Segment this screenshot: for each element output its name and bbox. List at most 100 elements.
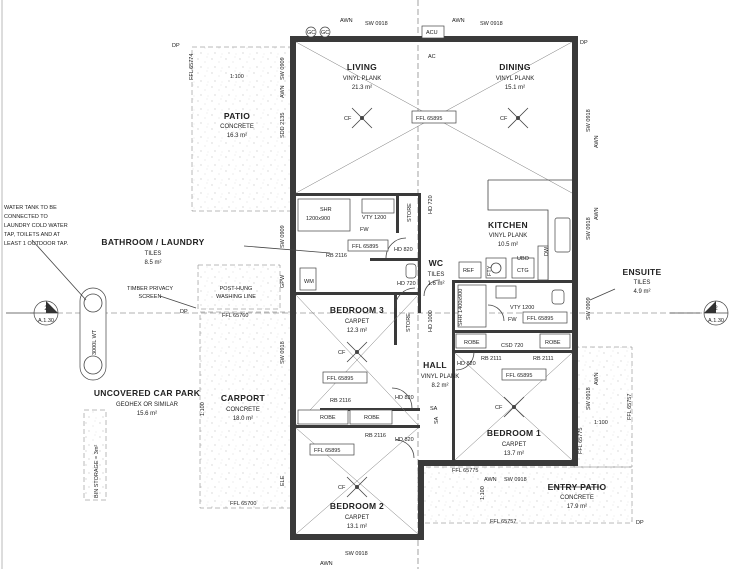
tag-cf: CF (344, 116, 352, 122)
vanity (361, 198, 395, 214)
room-name-bathroom: BATHROOM / LAUNDRY (101, 237, 204, 247)
ceiling-fan-icon (507, 107, 529, 129)
ensuite-shower (457, 284, 487, 328)
tag-ref: REF (463, 268, 475, 274)
tag-dp: DP (580, 40, 588, 46)
tag-shr-ens: SHR 1400x900 (458, 289, 464, 326)
svg-text:WATER TANK TO BE: WATER TANK TO BE (4, 205, 57, 211)
tag-hd: HD 720 (428, 195, 434, 214)
tag-rb: RB 2111 (533, 356, 554, 362)
internal-walls (290, 193, 572, 466)
room-name-dining: DINING (499, 62, 531, 72)
tag-sw: SW 0918 (480, 21, 503, 27)
tag-ubo: UBO (517, 256, 530, 262)
room-finish-bedroom3: CARPET (345, 319, 370, 325)
tag-awn: AWN (484, 477, 497, 483)
tag-robe: ROBE (545, 340, 561, 346)
tag-ac: AC (428, 54, 436, 60)
tag-vty: VTY 1200 (362, 215, 386, 221)
tag-ffl: FFL 65895 (416, 116, 442, 122)
section-marker-left (6, 300, 59, 326)
tag-sw: SW 0918 (280, 341, 286, 364)
tag-ffl: FFL 65774 (189, 54, 195, 80)
washing-line-area (197, 264, 281, 310)
room-finish-ensuite: TILES (634, 280, 651, 286)
tag-dim: 1:100 (200, 402, 206, 416)
room-name-bedroom3: BEDROOM 3 (330, 305, 384, 315)
tag-ffl: FFL 65895 (506, 373, 532, 379)
ceiling-fan-icon (503, 396, 525, 418)
tag-awn: AWN (594, 372, 600, 385)
tag-shr: SHR (320, 207, 332, 213)
tag-store: STORE (407, 203, 413, 222)
washing-line-note: POST-HUNG (220, 286, 253, 292)
kitchen-bench (458, 179, 572, 281)
entry-patio-area (417, 466, 633, 524)
east-patio-area (573, 346, 633, 468)
tag-sw: SW 0909 (586, 297, 592, 320)
tag-ffl: FFL 65895 (314, 448, 340, 454)
tag-ffl: FFL 65760 (222, 313, 248, 319)
room-area-bedroom1: 13.7 m² (504, 451, 524, 457)
svg-text:CONNECTED TO: CONNECTED TO (4, 214, 49, 220)
wc-pan (405, 263, 417, 279)
room-finish-kitchen: VINYL PLANK (489, 233, 527, 239)
carport-area (199, 311, 293, 509)
tag-ffl: FFL 65757 (627, 394, 633, 420)
robe (539, 333, 571, 349)
ensuite-wc (551, 289, 565, 305)
tag-dw: DW (544, 246, 550, 256)
ceiling-fan-icon (346, 476, 368, 498)
robe (455, 333, 487, 349)
tag-gc: GC (321, 30, 329, 36)
water-tank (79, 287, 107, 381)
tag-robe: ROBE (364, 415, 380, 421)
tag-vty: VTY 1200 (510, 305, 534, 311)
tag-ffl: FFL 65757 (490, 519, 516, 525)
room-name-hall: HALL (423, 360, 447, 370)
room-finish-patio: CONCRETE (220, 124, 254, 130)
tag-rb: RB 2111 (481, 356, 502, 362)
room-area-bedroom3: 12.3 m² (347, 328, 367, 334)
room-finish-dining: VINYL PLANK (496, 76, 534, 82)
tag-sw: SW 0918 (586, 387, 592, 410)
tank-label: 3000L WT (92, 329, 98, 355)
ac-unit (421, 25, 445, 39)
tag-ffl: FFL 65895 (352, 244, 378, 250)
tag-ele: ELE (280, 475, 286, 486)
section-marker-right (670, 300, 729, 326)
tag-fty: FTY (487, 265, 493, 276)
room-finish-bedroom2: CARPET (345, 515, 370, 521)
tag-robe: ROBE (464, 340, 480, 346)
room-name-patio: PATIO (224, 111, 250, 121)
tag-hd: HD 1000 (428, 310, 434, 332)
room-area-entry-patio: 17.9 m² (567, 504, 587, 510)
room-name-kitchen: KITCHEN (488, 220, 528, 230)
room-name-bedroom1: BEDROOM 1 (487, 428, 541, 438)
robe (297, 409, 349, 425)
tag-csd: CSD 720 (501, 343, 523, 349)
room-finish-wc: TILES (428, 272, 445, 278)
water-tank-note: WATER TANK TO BE CONNECTED TO LAUNDRY CO… (4, 205, 69, 247)
robe (349, 409, 393, 425)
room-area-kitchen: 10.5 m² (498, 242, 518, 248)
tag-shr: 1200x900 (306, 216, 330, 222)
room-finish-bathroom: TILES (145, 251, 162, 257)
tag-sw: SW 0918 (504, 477, 527, 483)
section-sheet-right: A.1.30 (708, 318, 724, 324)
tag-rb: RB 2116 (365, 433, 386, 439)
tag-sa: SA (430, 406, 438, 412)
tag-hd: HD 820 (395, 395, 414, 401)
door-swings (385, 237, 505, 459)
room-finish-living: VINYL PLANK (343, 76, 381, 82)
room-finish-carport: CONCRETE (226, 407, 260, 413)
section-sheet-left: A.1.30 (38, 318, 54, 324)
room-area-patio: 16.3 m² (227, 133, 247, 139)
tag-ffl: FFL 65775 (578, 428, 584, 454)
tag-wm: WM (304, 279, 314, 285)
washing-line-note: WASHING LINE (216, 294, 256, 300)
room-area-car-park: 15.6 m² (137, 411, 157, 417)
room-area-living: 21.3 m² (352, 85, 372, 91)
tag-store: STORE (406, 313, 412, 332)
